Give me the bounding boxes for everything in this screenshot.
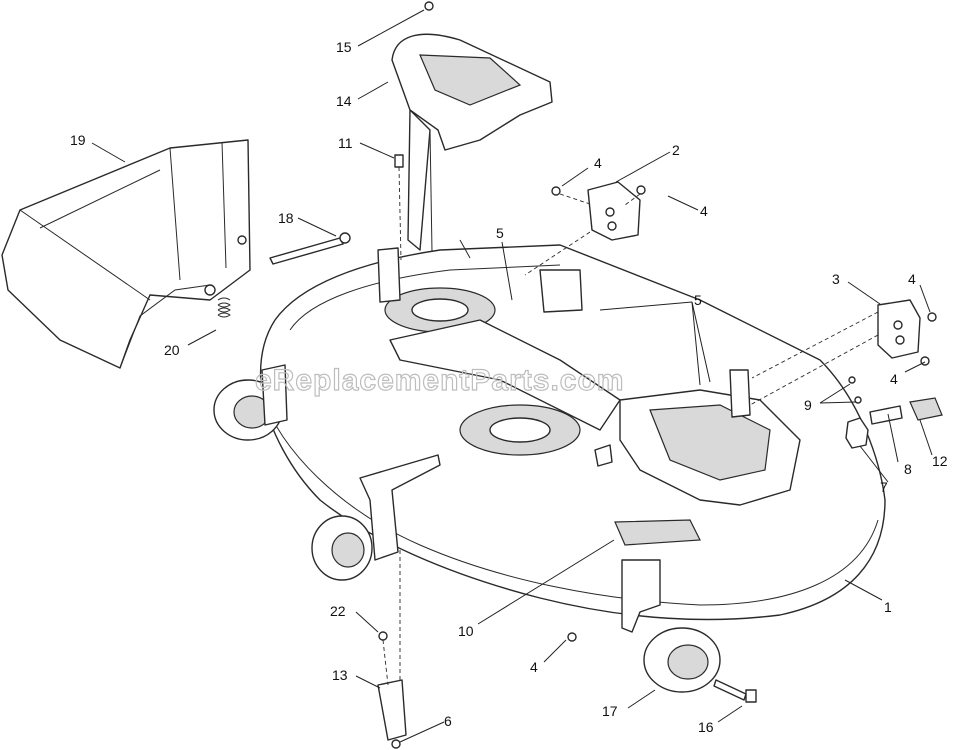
rod-part-18 [269,232,351,265]
wheel-left-front [311,454,441,581]
callout-17: 17 [602,703,618,719]
callout-2: 2 [672,142,680,158]
callout-3: 3 [832,271,840,287]
callout-7: 7 [880,479,888,495]
wheel-left-rear [213,364,288,441]
callout-20: 20 [164,342,180,358]
callout-10: 10 [458,623,474,639]
callout-4: 4 [908,271,916,287]
callout-4: 4 [890,371,898,387]
callout-5: 5 [496,225,504,241]
bolt-part-11 [394,154,404,261]
mower-deck-part-1 [259,239,886,621]
callout-9: 9 [804,397,812,413]
callout-12: 12 [932,453,948,469]
callout-4: 4 [700,203,708,219]
callout-16: 16 [698,719,714,735]
leader-lines [91,9,933,743]
callout-14: 14 [336,93,352,109]
callout-19: 19 [70,132,86,148]
callout-11: 11 [338,135,353,151]
bracket-part-2 [524,181,646,276]
callout-5: 5 [694,292,702,308]
belt-cover-part-14 [391,1,553,253]
axle-bolt-part-16 [713,679,757,703]
wheel-right-front-part-17 [621,559,721,693]
discharge-chute-part-19 [1,139,251,369]
callout-6: 6 [444,713,452,729]
washer-icon [567,632,577,642]
callout-13: 13 [332,667,348,683]
bracket-part-3 [749,299,937,406]
callout-22: 22 [330,603,346,619]
callout-8: 8 [904,461,912,477]
adjuster-assembly [845,376,943,449]
callout-15: 15 [336,39,352,55]
callout-18: 18 [278,210,294,226]
callouts: 15 14 19 11 4 2 4 18 5 3 4 5 20 4 9 12 8… [70,39,948,735]
spring-part-20 [217,297,231,318]
callout-4: 4 [594,155,602,171]
bracket-part-13 [377,550,407,749]
callout-1: 1 [884,599,892,615]
watermark: eReplacementParts.com [255,364,625,397]
callout-4: 4 [530,659,538,675]
